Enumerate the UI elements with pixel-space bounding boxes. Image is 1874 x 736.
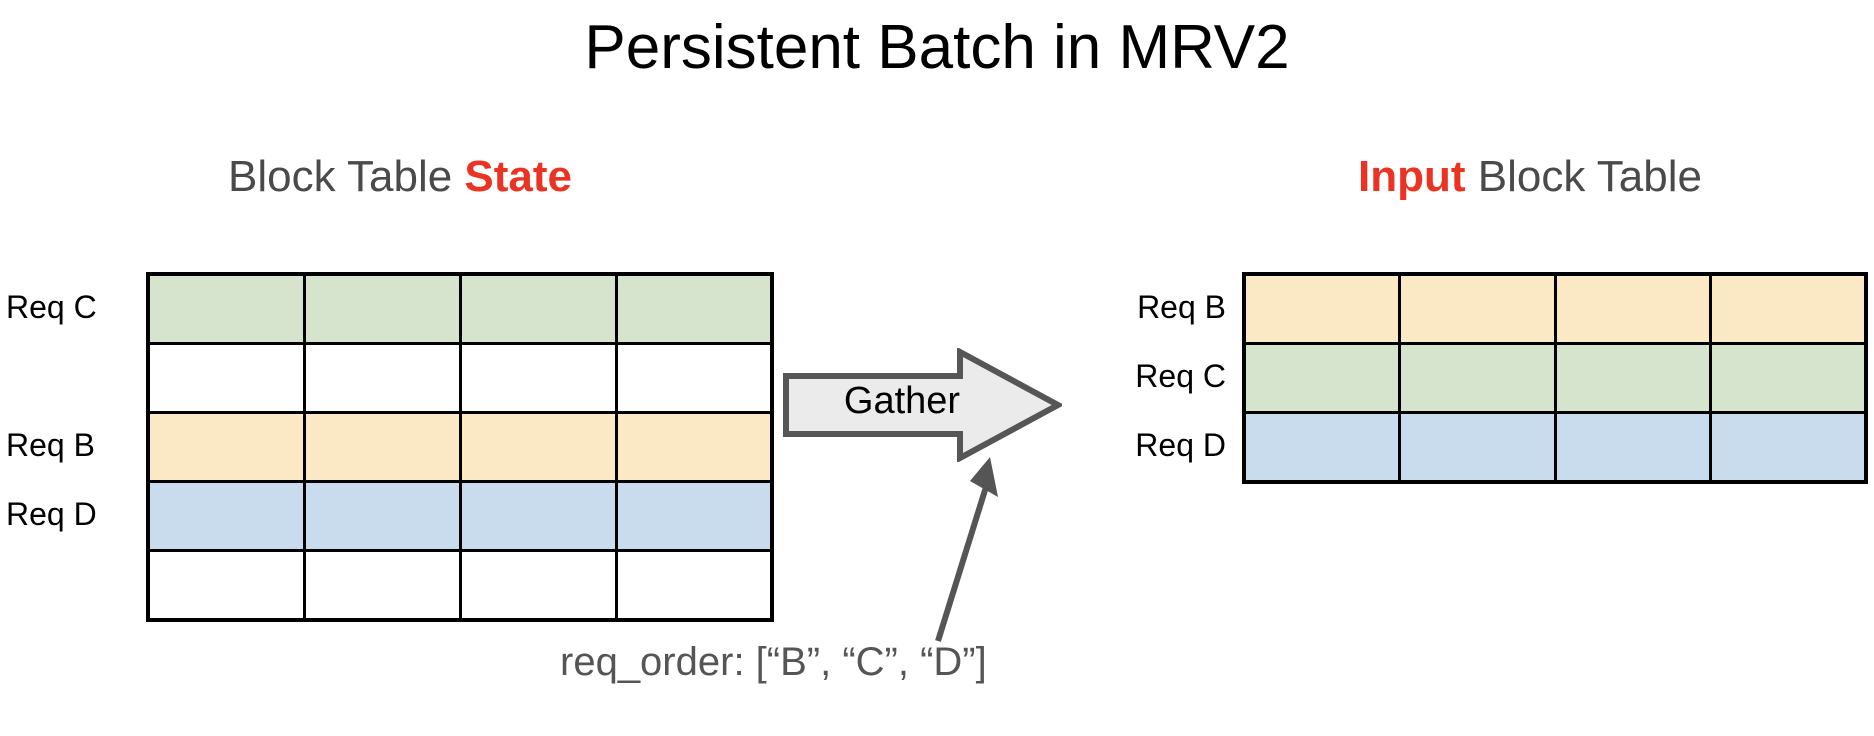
req-order-pointer-arrow <box>935 457 998 642</box>
block-cell-filled <box>1398 411 1557 484</box>
block-cell-filled <box>1242 411 1401 484</box>
block-cell-filled <box>1709 272 1868 345</box>
block-cell-filled <box>1398 272 1557 345</box>
input-table-body <box>1242 272 1868 484</box>
block-cell-filled <box>1553 411 1712 484</box>
page-title: Persistent Batch in MRV2 <box>584 13 1290 82</box>
req-order-arrow-line <box>935 486 989 642</box>
block-cell-filled <box>614 480 774 552</box>
state-heading-accent: State <box>464 152 573 201</box>
table-row <box>146 549 774 622</box>
block-cell-filled <box>614 411 774 483</box>
block-table-state-grid <box>146 272 774 622</box>
block-cell-filled <box>1709 411 1868 484</box>
block-cell-empty <box>614 342 774 414</box>
block-cell-filled <box>458 272 618 345</box>
block-cell-filled <box>1553 342 1712 414</box>
block-cell-empty <box>458 549 618 622</box>
table-row <box>1242 411 1868 484</box>
row-label-req-d: Req D <box>1135 427 1226 463</box>
block-cell-filled <box>302 272 462 345</box>
block-cell-filled <box>1398 342 1557 414</box>
block-cell-filled <box>146 272 306 345</box>
block-cell-filled <box>614 272 774 345</box>
req-order-caption: req_order: [“B”, “C”, “D”] <box>560 640 987 684</box>
table-row <box>146 480 774 552</box>
block-table-state-heading: Block Table State <box>150 152 650 202</box>
block-cell-filled <box>146 411 306 483</box>
state-heading-prefix: Block Table <box>227 152 465 201</box>
req-order-arrow-head <box>970 457 998 497</box>
row-label-req-c: Req C <box>6 289 97 325</box>
block-cell-filled <box>1242 272 1401 345</box>
block-cell-empty <box>146 549 306 622</box>
block-cell-empty <box>302 549 462 622</box>
block-cell-empty <box>458 342 618 414</box>
block-cell-empty <box>146 342 306 414</box>
table-row <box>146 411 774 483</box>
block-cell-filled <box>146 480 306 552</box>
block-cell-empty <box>302 342 462 414</box>
input-block-table-heading: Input Block Table <box>1280 152 1780 202</box>
row-label-req-b: Req B <box>1137 289 1226 325</box>
row-label-req-b: Req B <box>6 427 95 463</box>
table-row <box>1242 272 1868 345</box>
row-label-req-d: Req D <box>6 496 97 532</box>
block-cell-filled <box>302 480 462 552</box>
block-cell-filled <box>1553 272 1712 345</box>
block-cell-filled <box>1242 342 1401 414</box>
table-row <box>146 272 774 345</box>
table-row <box>146 342 774 414</box>
input-heading-accent: Input <box>1358 152 1466 201</box>
input-block-table-grid <box>1242 272 1868 484</box>
block-cell-filled <box>302 411 462 483</box>
block-cell-filled <box>458 411 618 483</box>
input-heading-suffix: Block Table <box>1465 152 1702 201</box>
table-row <box>1242 342 1868 414</box>
state-table-body <box>146 272 774 622</box>
row-label-req-c: Req C <box>1135 358 1226 394</box>
block-cell-filled <box>458 480 618 552</box>
block-cell-filled <box>1709 342 1868 414</box>
gather-arrow-shape <box>783 348 1062 462</box>
block-cell-empty <box>614 549 774 622</box>
gather-arrow-polygon <box>783 348 1062 462</box>
